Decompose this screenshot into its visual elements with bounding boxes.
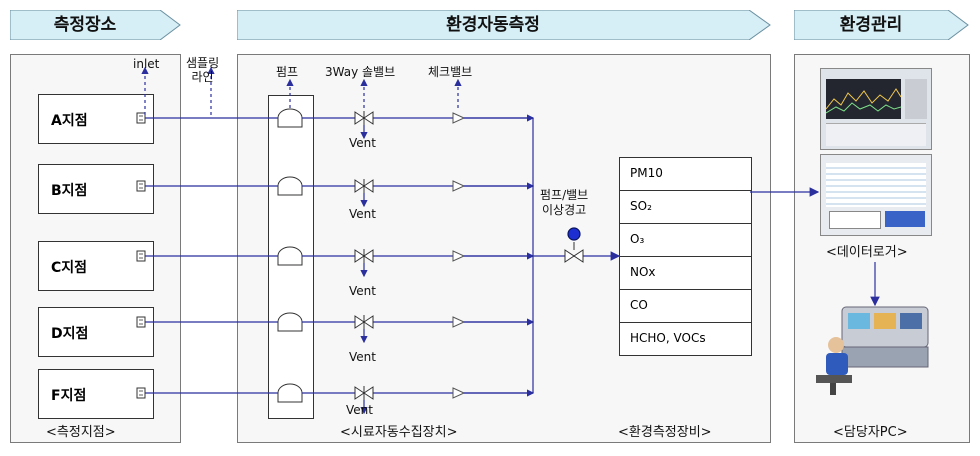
- logger-screenshot-top: [820, 68, 932, 150]
- check-valve-icon: [452, 316, 466, 328]
- operator-pc-illustration: [816, 306, 929, 395]
- header-arrow-shape: [794, 10, 969, 40]
- gas-label: HCHO, VOCs: [630, 331, 706, 345]
- header-measure-place: 측정장소: [10, 10, 182, 40]
- header-arrow-shape: [237, 10, 771, 40]
- gas-label: CO: [630, 298, 648, 312]
- inlet-port-icon: [136, 250, 146, 262]
- gas-row: O₃: [620, 224, 751, 257]
- alarm-indicator-icon: [567, 227, 581, 241]
- site-box-c: C지점: [38, 241, 154, 291]
- pump-icon: [277, 246, 303, 266]
- check-valve-icon: [452, 112, 466, 124]
- pump-icon: [277, 312, 303, 332]
- three-way-valve-label: 3Way 솔밸브: [325, 65, 396, 79]
- gas-row: NOx: [620, 257, 751, 290]
- check-valve-label: 체크밸브: [428, 65, 473, 79]
- header-measure-place-label: 측정장소: [53, 15, 117, 35]
- gas-analyzer-table: PM10 SO₂ O₃ NOx CO HCHO, VOCs: [619, 157, 752, 356]
- alarm-valve-icon: [564, 249, 584, 263]
- pump-label: 펌프: [276, 65, 299, 79]
- pump-icon: [277, 108, 303, 128]
- header-env-manage-label: 환경관리: [839, 15, 903, 35]
- check-valve-icon: [452, 387, 466, 399]
- pump-icon: [277, 176, 303, 196]
- gas-label: NOx: [630, 265, 656, 279]
- site-box-a: A지점: [38, 94, 154, 144]
- site-label: B지점: [51, 183, 88, 199]
- caption-equipment: <환경측정장비>: [618, 425, 712, 440]
- site-label: F지점: [51, 388, 87, 404]
- logger-screenshot-bottom: [820, 154, 932, 236]
- check-valve-icon: [452, 250, 466, 262]
- site-label: C지점: [51, 260, 88, 276]
- vent-label-2: Vent: [349, 207, 376, 221]
- alarm-label: 펌프/밸브 이상경고: [540, 188, 589, 217]
- site-box-f: F지점: [38, 369, 154, 419]
- gas-label: O₃: [630, 232, 645, 246]
- inlet-label: inlet: [133, 57, 160, 71]
- inlet-port-icon: [136, 180, 146, 192]
- header-arrow-shape: [10, 10, 181, 40]
- vent-label-3: Vent: [349, 284, 376, 298]
- gas-row: PM10: [620, 158, 751, 191]
- inlet-port-icon: [136, 316, 146, 328]
- gas-row: HCHO, VOCs: [620, 323, 751, 355]
- caption-pc: <담당자PC>: [833, 425, 908, 440]
- vent-label-4: Vent: [349, 350, 376, 364]
- header-auto-measure: 환경자동측정: [237, 10, 772, 40]
- caption-logger: <데이터로거>: [826, 245, 908, 260]
- site-box-b: B지점: [38, 164, 154, 214]
- inlet-port-icon: [136, 112, 146, 124]
- site-box-d: D지점: [38, 307, 154, 357]
- caption-sites: <측정지점>: [46, 425, 116, 440]
- gas-row: SO₂: [620, 191, 751, 224]
- caption-sampler: <시료자동수집장치>: [340, 425, 458, 440]
- header-env-manage: 환경관리: [794, 10, 970, 40]
- check-valve-icon: [452, 180, 466, 192]
- inlet-port-icon: [136, 387, 146, 399]
- site-label: D지점: [51, 326, 89, 342]
- gas-label: PM10: [630, 166, 663, 180]
- vent-label-5: Vent: [346, 403, 373, 417]
- vent-label-1: Vent: [349, 136, 376, 150]
- gas-label: SO₂: [630, 199, 652, 213]
- site-label: A지점: [51, 113, 88, 129]
- gas-row: CO: [620, 290, 751, 323]
- header-auto-measure-label: 환경자동측정: [446, 15, 540, 35]
- sampling-line-label: 샘플링 라인: [186, 56, 220, 84]
- pump-icon: [277, 383, 303, 403]
